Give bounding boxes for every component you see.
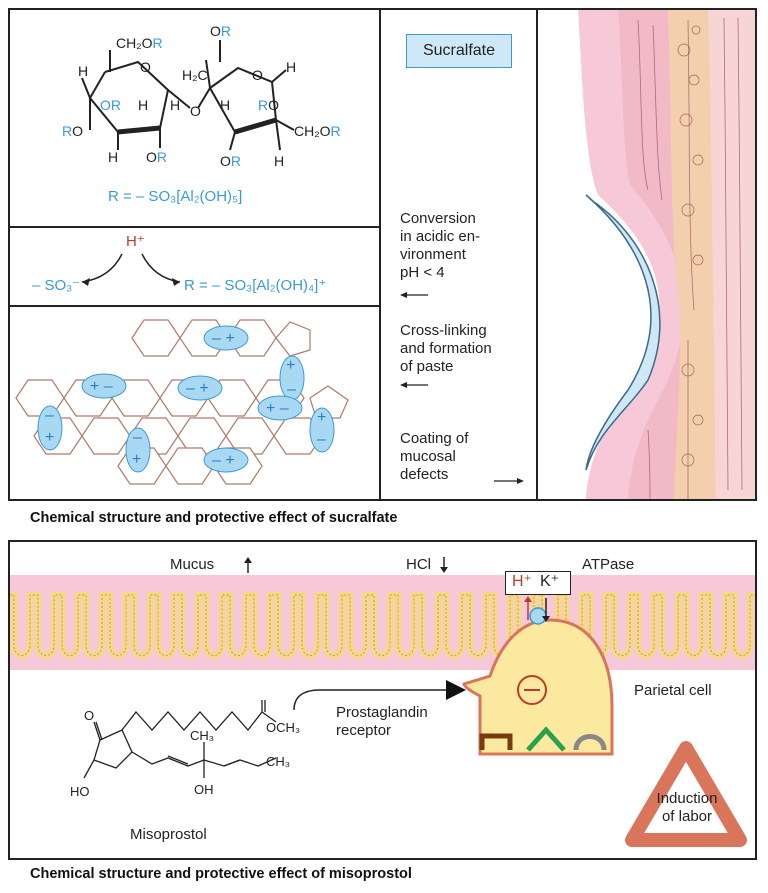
label-oh: OH [194,782,214,797]
misoprostol-structure: O O OCH₃ CH₃ CH₃ OH HO [70,700,300,799]
svg-text:OR: OR [146,149,167,165]
proton-label: H⁺ [126,233,145,250]
crosslink-line-3: of paste [400,358,454,375]
svg-text:H: H [286,59,296,75]
coating-line-1: Coating of [400,430,469,447]
misoprostol-panel [8,540,757,860]
svg-text:H: H [108,149,118,165]
product-right: R = – SO₃[Al₂(OH)₄]⁺ [184,277,327,294]
crosslink-line-1: Cross-linking [400,322,487,339]
misoprostol-caption: Chemical structure and protective effect… [30,866,412,882]
atpase-label: ATPase [582,556,635,573]
conversion-line-4: pH < 4 [400,264,445,281]
parietal-cell [462,607,614,756]
label-ho: HO [70,784,90,799]
split-arrows [81,253,181,286]
svg-text:H: H [138,97,148,113]
mucosa-defect-illustration [538,10,755,499]
svg-text:–: – [287,381,296,398]
misoprostol-name: Misoprostol [130,826,207,843]
conversion-line-2: in acidic en- [400,228,481,245]
coating-line-3: defects [400,466,449,483]
crosslink-line-2: and formation [400,340,492,357]
svg-text:–: – [317,431,326,448]
r-definition: R = – SO₃[Al₂(OH)₅] [108,188,243,205]
label-ch2or-right: CH₂OR [294,123,341,139]
label-och3: OCH₃ [266,720,300,735]
svg-text:O: O [252,67,263,83]
svg-text:H: H [220,97,230,113]
svg-text:RO: RO [258,97,279,113]
svg-text:– +: – + [186,380,209,397]
hcl-label: HCl [406,556,431,573]
svg-text:–: – [45,407,54,424]
mucosa-band [10,575,755,670]
label-or-top: OR [210,23,231,39]
svg-text:+ –: + – [90,378,113,395]
svg-text:H: H [78,63,88,79]
pump-box [505,571,571,595]
svg-text:–: – [133,429,142,446]
conversion-line-1: Conversion [400,210,476,227]
pump-arrows [524,596,550,622]
svg-text:+: + [132,451,141,468]
induction-line-1: Induction [656,790,718,807]
svg-text:OR: OR [100,97,121,113]
svg-text:+: + [317,409,326,426]
svg-text:O: O [140,59,151,75]
proton-pump-h: H⁺ [512,573,532,590]
coating-arrow [494,478,524,484]
sucralfate-caption: Chemical structure and protective effect… [30,510,398,526]
svg-text:O: O [256,700,266,701]
divider-left [379,8,381,501]
svg-text:– +: – + [212,330,235,347]
mucus-label: Mucus [170,556,215,573]
svg-text:H: H [274,153,284,169]
svg-text:– +: – + [212,452,235,469]
warning-triangle-icon [625,741,747,847]
receptor-line-1: Prostaglandin [336,704,428,721]
svg-text:+: + [286,357,295,374]
sucralfate-panel [8,8,757,501]
crosslink-arrow [400,382,428,388]
divider-h2 [8,305,381,307]
proton-pump-k: K⁺ [540,573,560,590]
hcl-down-arrow [440,557,448,573]
svg-text:O: O [84,708,94,723]
receptor-arrow [293,680,466,711]
conversion-line-3: vironment [400,246,466,263]
mucus-up-arrow [244,557,252,573]
coating-line-2: mucosal [400,448,456,465]
divider-right [536,8,538,501]
svg-text:O: O [190,103,201,119]
svg-text:+: + [45,429,54,446]
svg-text:OR: OR [220,153,241,169]
label-h2c: H₂C [182,67,208,83]
product-left: – SO₃⁻ [32,277,81,294]
label-ch3b: CH₃ [266,754,290,769]
induction-line-2: of labor [661,808,713,825]
divider-h1 [8,226,381,228]
svg-text:H: H [170,97,180,113]
label-ch3a: CH₃ [190,728,214,743]
label-ch2or-top: CH₂OR [116,35,163,51]
crosslink-network: – + + – + – – + + – – + + – – + – + [15,319,349,485]
sucralfate-badge: Sucralfate [406,34,512,68]
svg-text:RO: RO [62,123,83,139]
parietal-cell-label: Parietal cell [634,682,712,699]
sucralfate-structure: CH₂OR OR O H OR H H RO H OR O H₂C O H H … [62,23,341,169]
receptor-line-2: receptor [336,722,392,739]
svg-text:+ –: + – [266,400,289,417]
conversion-arrow [400,292,428,298]
